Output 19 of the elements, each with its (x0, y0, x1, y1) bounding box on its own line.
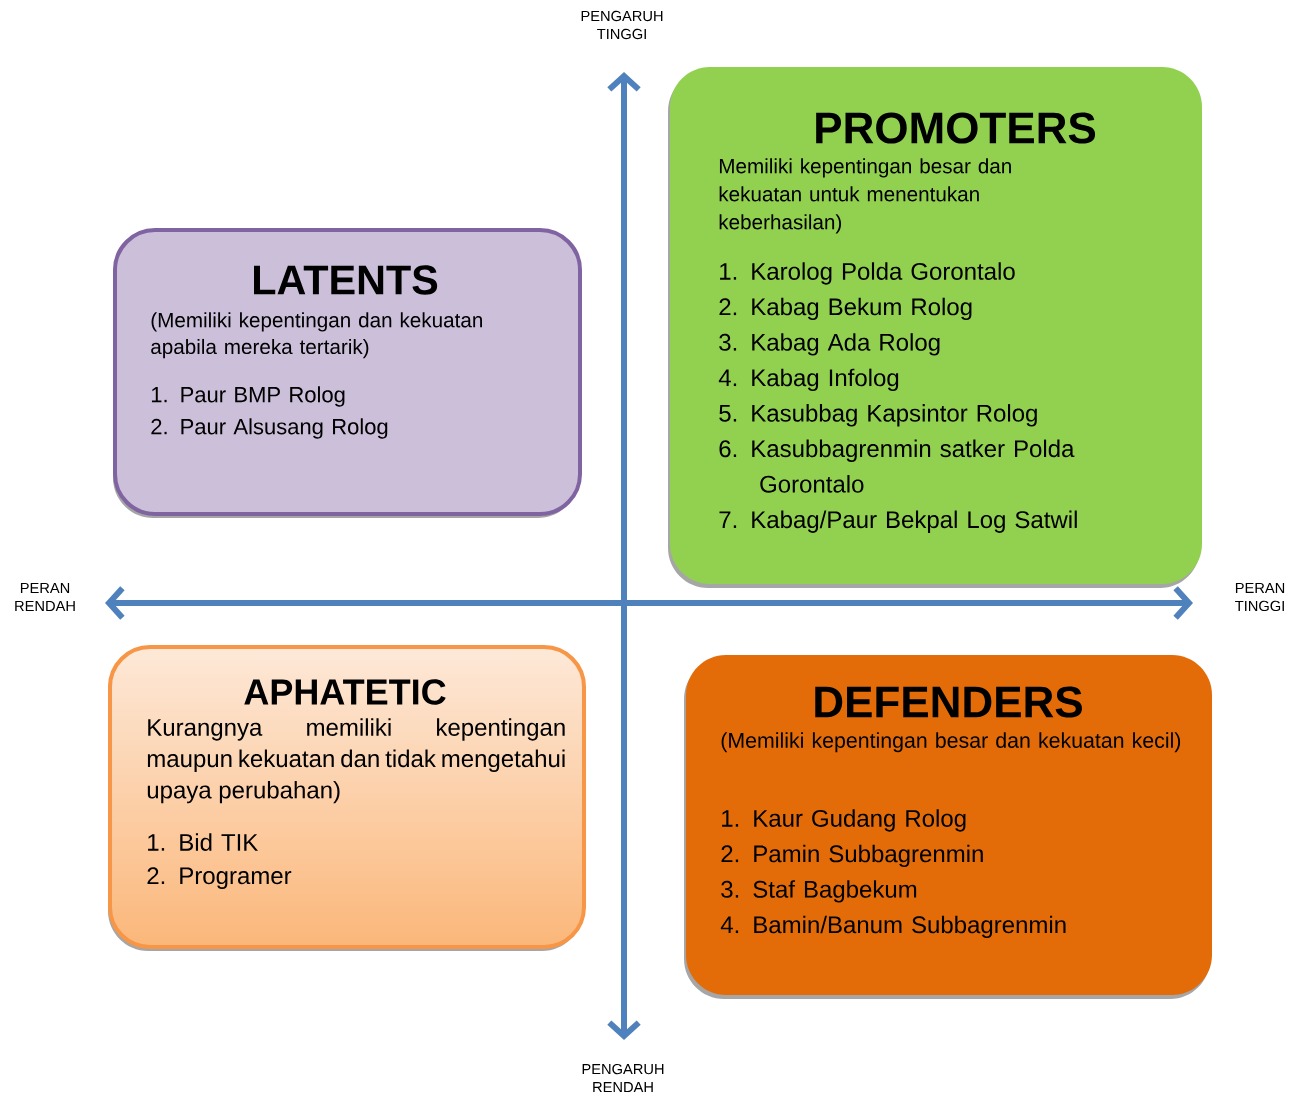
list-item: 4. Bamin/Banum Subbagrenmin (720, 915, 1066, 939)
list-item: 1. Karolog Polda Gorontalo (720, 262, 1015, 285)
list-item: 4. Kabag Infolog (718, 368, 899, 392)
axis-label: PENGARUH TINGGI (581, 10, 663, 40)
axis-label: PENGARUH RENDAH (582, 1063, 664, 1093)
list-item: 5. Kasubbag Kapsintor Rolog (719, 404, 1037, 427)
list-item: 7. Kabag/Paur Bekpal Log Satwil (719, 510, 1077, 533)
quadrant-heading: PROMOTERS (816, 112, 1096, 144)
description: Memiliki kepentingan besar dan kekuatan untuk menentukan keberhasilan) (719, 158, 1011, 234)
description: (Memiliki kepentingan besar dan kekuatan kecil) (721, 732, 1181, 753)
list-item: 6. Kasubbagrenmin satker Polda Gorontalo (719, 439, 1075, 493)
quadrant-heading: DEFENDERS (815, 686, 1082, 718)
list-item: 2. Pamin Subbagrenmin (721, 844, 983, 868)
list-item: 1. Kaur Gudang Rolog (722, 809, 966, 832)
list-item: 3. Staf Bagbekum (721, 880, 917, 903)
list-item: 3. Kabag Ada Rolog (719, 333, 940, 356)
axis-label: PERAN TINGGI (1235, 582, 1285, 612)
axis-label: PERAN RENDAH (15, 582, 75, 612)
list-item: 2. Kabag Bekum Rolog (719, 297, 972, 321)
